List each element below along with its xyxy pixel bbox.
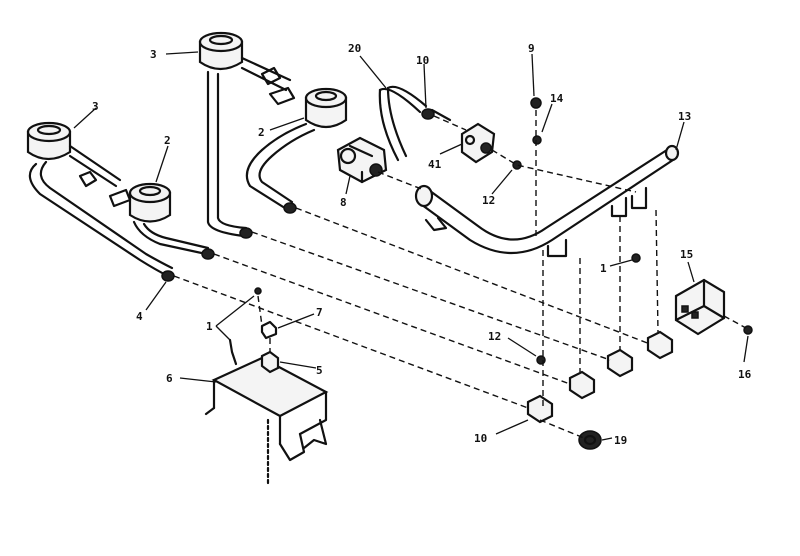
callout-12-bottom: 12 [488, 330, 501, 343]
gas-manifold [414, 144, 680, 258]
callout-4: 4 [136, 310, 143, 323]
callout-9: 9 [528, 42, 535, 55]
callout-6: 6 [166, 372, 173, 385]
callout-16: 16 [738, 368, 752, 381]
callout-15: 15 [680, 248, 693, 261]
tube-nut-10 [421, 108, 452, 122]
callout-3-front: 3 [92, 100, 99, 113]
burner-tube-right-rear [206, 56, 292, 238]
washer-14 [532, 135, 542, 145]
valve-knob-19 [578, 430, 602, 450]
burner-cap-right-rear [198, 31, 244, 71]
callout-19: 19 [614, 434, 627, 447]
callout-2-front: 2 [164, 134, 171, 147]
bypass-tube [378, 85, 428, 162]
callout-20: 20 [348, 42, 361, 55]
ignition-module [674, 278, 726, 336]
burner-cap-right-front [304, 87, 348, 129]
screw-1-right [631, 253, 641, 263]
leader-lines [73, 51, 749, 441]
callout-2-rear: 2 [258, 126, 265, 139]
callout-5: 5 [316, 364, 323, 377]
screw-1-left [228, 287, 262, 366]
callout-labels: 3 3 2 2 20 10 9 14 13 41 8 12 4 1 7 5 6 … [92, 42, 752, 447]
gas-regulator [336, 136, 388, 184]
burner-cap-left-front [26, 121, 72, 161]
callout-1-right: 1 [600, 262, 607, 275]
nut-5 [260, 350, 280, 374]
callout-13: 13 [678, 110, 691, 123]
callout-1-left: 1 [206, 320, 213, 333]
clip-12-bottom [536, 355, 546, 365]
callout-7: 7 [316, 306, 323, 319]
callout-10-bottom: 10 [474, 432, 487, 445]
alignment-lines [173, 110, 747, 439]
burner-tube-right-front [245, 86, 316, 212]
fitting-41 [460, 122, 496, 164]
callout-12-top: 12 [482, 194, 495, 207]
mounting-bracket [204, 356, 329, 462]
burner-tube-left-rear [108, 188, 210, 256]
burner-tube-left-front [28, 144, 174, 278]
clip-12-top [512, 160, 522, 170]
burner-cap-left-rear [128, 182, 172, 223]
callout-3-rear: 3 [150, 48, 157, 61]
clip-7 [260, 320, 278, 340]
callout-8: 8 [340, 196, 347, 209]
screw-9 [530, 97, 542, 109]
callout-10-top: 10 [416, 54, 429, 67]
callout-41: 41 [428, 158, 442, 171]
callout-14: 14 [550, 92, 564, 105]
burner-valves [526, 330, 674, 424]
